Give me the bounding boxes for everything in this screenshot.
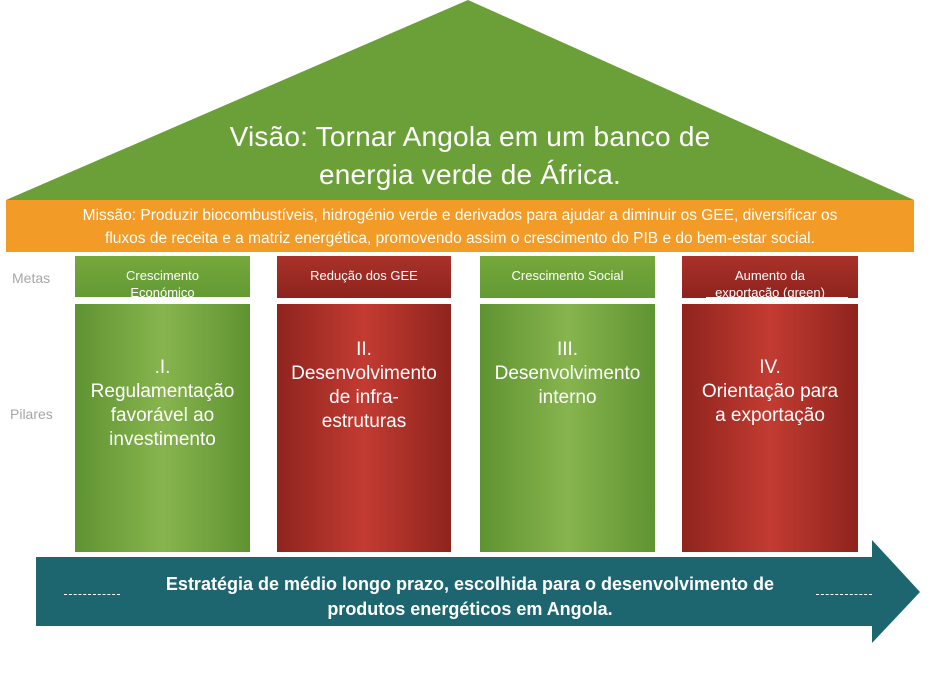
mission-line-1: Missão: Produzir biocombustíveis, hidrog…	[82, 207, 838, 224]
pilares-label: Pilares	[10, 406, 53, 422]
pillar-2-line-3: estruturas	[321, 411, 407, 432]
vision-line-1: Visão: Tornar Angola em um banco de	[229, 121, 711, 152]
roof-triangle	[6, 0, 914, 200]
goal-4-underline	[706, 297, 848, 300]
goal-4-line-2: exportação (green)	[715, 285, 825, 300]
pillar-1-line-1: Regulamentação	[90, 381, 235, 402]
goal-1-underline	[75, 297, 250, 300]
goal-1-line-1: Crescimento	[126, 268, 199, 283]
goal-reducao-gee: Redução dos GEE	[277, 256, 451, 298]
pillar-2-line-1: Desenvolvimento	[291, 363, 437, 384]
metas-label: Metas	[12, 270, 51, 286]
strategy-dash-left	[64, 594, 120, 596]
pillar-1-line-3: investimento	[109, 429, 216, 450]
pillar-4: IV. Orientação para a exportação	[682, 304, 858, 552]
pillar-2-number: II.	[356, 339, 372, 360]
pillar-3-number: III.	[556, 339, 579, 360]
vision-line-2: energia verde de África.	[318, 159, 622, 190]
goal-aumento-exportacao: Aumento da exportação (green)	[682, 256, 858, 300]
goal-4-line-1: Aumento da	[734, 268, 806, 283]
mission-line-2: fluxos de receita e a matriz energética,…	[105, 230, 815, 247]
pillar-3-line-1: Desenvolvimento	[494, 363, 641, 384]
goal-1-line-2: Económico	[130, 285, 195, 300]
mission-band: Missão: Produzir biocombustíveis, hidrog…	[6, 200, 914, 252]
pillar-4-line-1: Orientação para	[701, 381, 839, 402]
strategy-line-1: Estratégia de médio longo prazo, escolhi…	[165, 574, 775, 594]
strategy-text: Estratégia de médio longo prazo, escolhi…	[120, 572, 820, 622]
goal-crescimento-social: Crescimento Social	[480, 256, 655, 298]
pillar-1-number: .I.	[154, 357, 171, 378]
goal-3-line-1: Crescimento Social	[511, 268, 624, 283]
pillar-2: II. Desenvolvimento de infra- estruturas	[277, 304, 451, 552]
goal-crescimento-economico: Crescimento Económico	[75, 256, 250, 300]
strategy-dash-right	[816, 594, 872, 596]
pillar-3-line-2: interno	[538, 387, 597, 408]
pillar-1: .I. Regulamentação favorável ao investim…	[75, 304, 250, 552]
pillar-3: III. Desenvolvimento interno	[480, 304, 655, 552]
goal-2-line-1: Redução dos GEE	[310, 268, 418, 283]
pillar-1-line-2: favorável ao	[110, 405, 215, 426]
pillar-4-number: IV.	[759, 357, 781, 378]
vision-statement: Visão: Tornar Angola em um banco de ener…	[150, 118, 790, 194]
strategy-line-2: produtos energéticos em Angola.	[327, 599, 613, 619]
pillar-4-line-2: a exportação	[715, 405, 825, 426]
pillar-2-line-2: de infra-	[329, 387, 399, 408]
